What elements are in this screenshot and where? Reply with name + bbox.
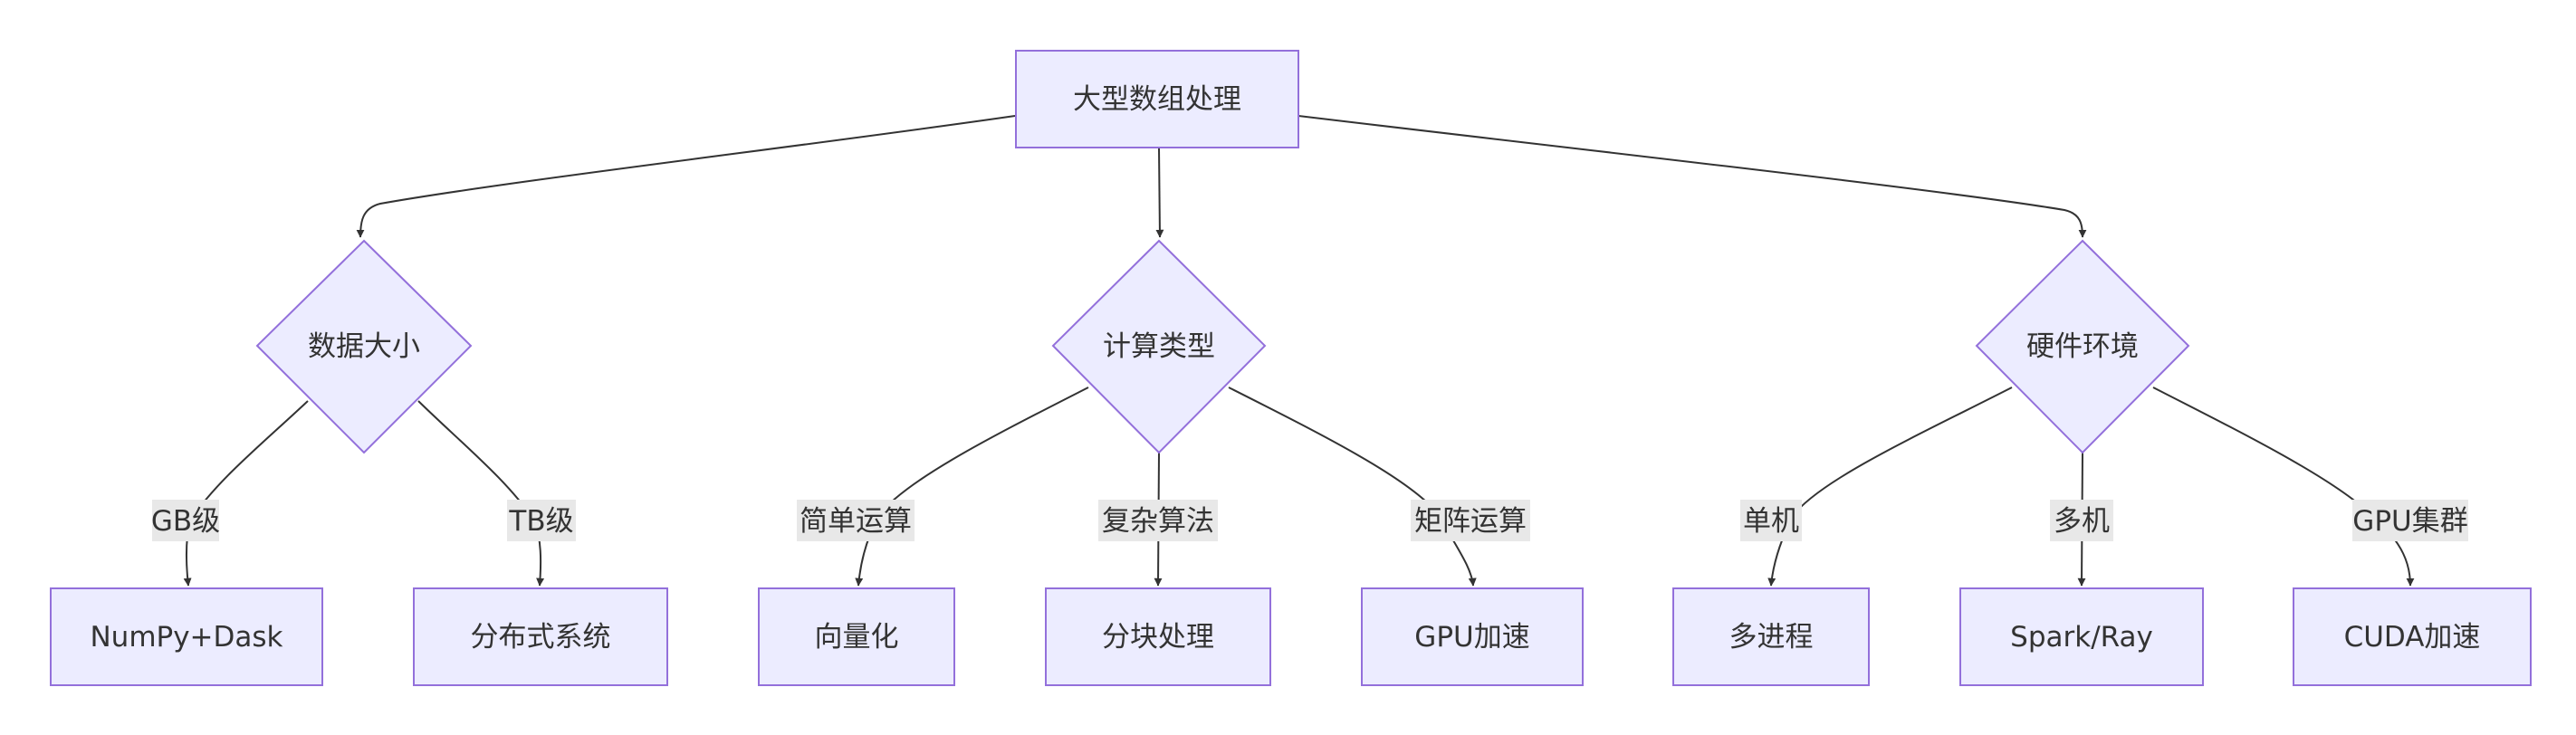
leaf-distributed-system: 分布式系统 [413,587,668,686]
leaf-multiprocess-label: 多进程 [1729,621,1814,654]
leaf-spark-ray-label: Spark/Ray [2010,621,2153,654]
decision-data-size-label: 数据大小 [308,330,420,363]
edge-label-gpu-cluster: GPU集群 [2352,505,2467,538]
decision-compute-type-label: 计算类型 [1103,330,1215,363]
edge-label-multi-machine: 多机 [2054,505,2110,538]
edge-label-tb: TB级 [508,505,573,538]
decision-hardware: 硬件环境 [1975,239,2190,454]
leaf-vectorize-label: 向量化 [815,621,899,654]
decision-compute-type: 计算类型 [1051,239,1267,454]
edge-compute-to-gpu-accel [1228,387,1477,587]
leaf-spark-ray: Spark/Ray [1959,587,2204,686]
edge-data-size-to-numpy-dask [183,400,309,587]
edge-labels: GB级 TB级 简单运算 复杂算法 矩阵运算 单机 多机 GPU集群 [151,500,2468,541]
leaf-numpy-dask: NumPy+Dask [50,587,323,686]
edge-label-matrix-ops: 矩阵运算 [1414,505,1527,538]
root-node: 大型数组处理 [1015,50,1299,148]
edge-data-size-to-distributed [417,400,545,587]
leaf-numpy-dask-label: NumPy+Dask [90,621,282,654]
edge-label-gb: GB级 [151,505,220,538]
edge-label-complex-algo: 复杂算法 [1102,505,1214,538]
leaf-vectorize: 向量化 [758,587,955,686]
leaf-chunking-label: 分块处理 [1102,621,1214,654]
edge-label-single-machine: 单机 [1743,505,1799,538]
leaf-gpu-accel: GPU加速 [1361,587,1584,686]
edge-hardware-to-cuda [2152,387,2415,587]
leaf-distributed-system-label: 分布式系统 [471,621,611,654]
edge-root-to-compute-type [1155,147,1164,238]
leaf-cuda-accel: CUDA加速 [2293,587,2532,686]
leaf-multiprocess: 多进程 [1672,587,1870,686]
leaf-chunking: 分块处理 [1045,587,1271,686]
decision-data-size: 数据大小 [255,239,473,454]
edge-root-to-hardware [1298,115,2087,238]
edge-label-simple-ops: 简单运算 [800,505,912,538]
decision-hardware-label: 硬件环境 [2026,330,2139,363]
leaf-cuda-accel-label: CUDA加速 [2344,621,2481,654]
leaf-gpu-accel-label: GPU加速 [1414,621,1529,654]
root-node-label: 大型数组处理 [1073,83,1241,116]
edge-compute-to-vectorize [855,387,1089,587]
edge-hardware-to-multiprocess [1767,387,2013,587]
edge-root-to-data-size [356,115,1016,238]
